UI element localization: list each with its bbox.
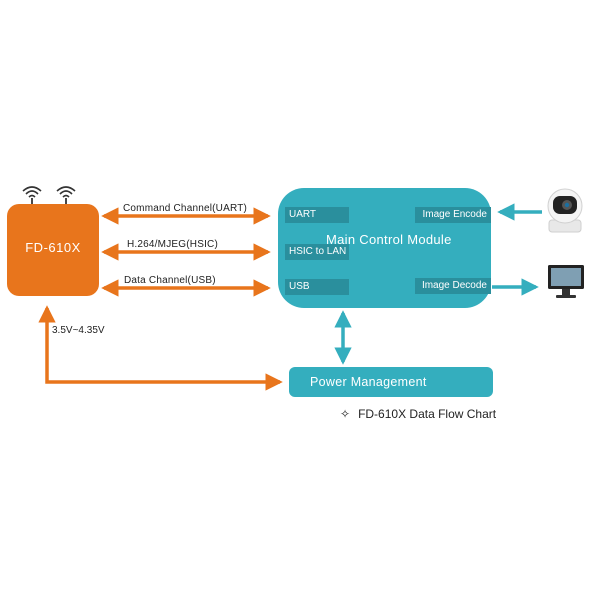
- main-control-module: UART HSIC to LAN USB Image Encode Image …: [278, 188, 491, 308]
- monitor-icon: [548, 265, 584, 298]
- camera-icon: [547, 188, 583, 233]
- video-channel-label: H.264/MJEG(HSIC): [127, 239, 218, 250]
- device-name: FD-610X: [25, 240, 81, 255]
- port-usb: USB: [285, 279, 349, 295]
- caption-text: FD-610X Data Flow Chart: [358, 407, 497, 421]
- power-supply-arrow: [38, 305, 283, 391]
- wifi-icon: [56, 186, 76, 204]
- port-image-decode: Image Decode: [415, 278, 491, 294]
- port-image-encode: Image Encode: [415, 207, 491, 223]
- port-uart: UART: [285, 207, 349, 223]
- port-hsic-to-lan: HSIC to LAN: [285, 244, 349, 260]
- four-point-star-icon: ✧: [340, 407, 351, 421]
- power-management-label: Power Management: [310, 375, 427, 389]
- power-management-box: Power Management: [289, 367, 493, 397]
- voltage-label: 3.5V~4.35V: [52, 325, 105, 336]
- diagram-caption: ✧ FD-610X Data Flow Chart: [340, 407, 496, 421]
- data-channel-label: Data Channel(USB): [124, 275, 216, 286]
- command-channel-label: Command Channel(UART): [123, 203, 248, 214]
- main-module-title: Main Control Module: [326, 232, 452, 247]
- wifi-icon: [22, 186, 42, 204]
- device-box: FD-610X: [7, 204, 99, 296]
